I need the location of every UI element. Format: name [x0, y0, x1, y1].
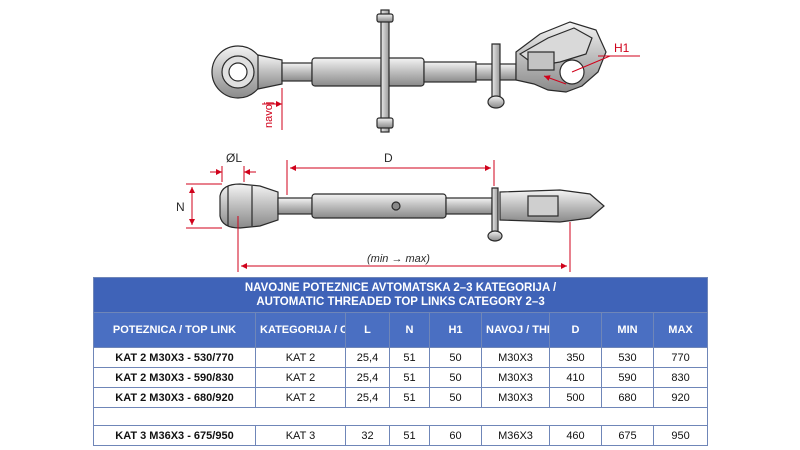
label-h1: H1	[614, 41, 630, 55]
cell-top-link: KAT 2 M30X3 - 530/770	[93, 347, 256, 368]
cell-d: 350	[549, 347, 602, 368]
table-title-line1: NAVOJNE POTEZNICE AVTOMATSKA 2–3 KATEGOR…	[244, 282, 557, 294]
cell-thread: M30X3	[481, 367, 550, 388]
cell-n: 51	[389, 387, 430, 408]
cell-h1: 50	[429, 347, 482, 368]
cell-min: 675	[601, 425, 654, 446]
header-min: MIN	[601, 312, 654, 348]
header-l: L	[345, 312, 390, 348]
cell-l: 25,4	[345, 387, 390, 408]
label-navoj: navoj	[263, 102, 275, 128]
cell-d: 410	[549, 367, 602, 388]
body-tube	[311, 57, 425, 87]
cell-l: 32	[345, 425, 390, 446]
table-row: KAT 2 M30X3 - 680/920 KAT 2 25,4 51 50 M…	[93, 387, 709, 408]
header-thread: NAVOJ / THREAD	[481, 312, 550, 348]
table-title-line2: AUTOMATIC THREADED TOP LINKS CATEGORY 2–…	[256, 296, 545, 308]
cell-thread: M30X3	[481, 387, 550, 408]
table-title: NAVOJNE POTEZNICE AVTOMATSKA 2–3 KATEGOR…	[92, 277, 709, 313]
cell-top-link: KAT 3 M36X3 - 675/950	[93, 425, 256, 446]
cell-h1: 50	[429, 367, 482, 388]
cell-category: KAT 3	[255, 425, 346, 446]
cell-h1: 50	[429, 387, 482, 408]
side-view-dimensions	[262, 55, 640, 130]
cell-min: 530	[601, 347, 654, 368]
header-top-link: POTEZNICA / TOP LINK	[93, 312, 256, 348]
cell-category: KAT 2	[255, 347, 346, 368]
thread-left	[281, 62, 313, 82]
cell-n: 51	[389, 425, 430, 446]
cell-d: 460	[549, 425, 602, 446]
ball-eye-top	[219, 183, 279, 229]
header-h1: H1	[429, 312, 482, 348]
cell-l: 25,4	[345, 347, 390, 368]
specification-table: NAVOJNE POTEZNICE AVTOMATSKA 2–3 KATEGOR…	[92, 277, 709, 446]
top-link-drawing: navoj H1 ØL D N (min → max)	[176, 9, 640, 272]
label-dl: ØL	[226, 151, 242, 165]
label-n: N	[176, 200, 185, 214]
top-view-dimensions	[186, 160, 571, 272]
lock-handle-top	[491, 187, 499, 237]
cell-thread: M36X3	[481, 425, 550, 446]
cell-n: 51	[389, 367, 430, 388]
cell-top-link: KAT 2 M30X3 - 590/830	[93, 367, 256, 388]
table-spacer-row	[92, 407, 709, 426]
cell-category: KAT 2	[255, 387, 346, 408]
top-view	[219, 183, 605, 242]
body-tube-top	[311, 193, 447, 219]
cell-l: 25,4	[345, 367, 390, 388]
header-n: N	[389, 312, 430, 348]
header-d: D	[549, 312, 602, 348]
table-row: KAT 3 M36X3 - 675/950 KAT 3 32 51 60 M36…	[93, 425, 709, 446]
cell-max: 770	[652, 347, 709, 368]
header-max: MAX	[652, 312, 709, 348]
lock-handle	[491, 43, 501, 105]
cell-thread: M30X3	[481, 347, 550, 368]
cell-max: 920	[652, 387, 709, 408]
side-view	[211, 9, 607, 133]
cell-min: 590	[601, 367, 654, 388]
cell-max: 950	[652, 425, 709, 446]
cell-n: 51	[389, 347, 430, 368]
cell-top-link: KAT 2 M30X3 - 680/920	[93, 387, 256, 408]
header-category: KATEGORIJA / CATEGORY	[255, 312, 346, 348]
cell-min: 680	[601, 387, 654, 408]
label-d: D	[384, 151, 393, 165]
cell-d: 500	[549, 387, 602, 408]
table-row: KAT 2 M30X3 - 590/830 KAT 2 25,4 51 50 M…	[93, 367, 709, 388]
label-min-max: (min → max)	[367, 253, 430, 265]
table-row: KAT 2 M30X3 - 530/770 KAT 2 25,4 51 50 M…	[93, 347, 709, 368]
cell-max: 830	[652, 367, 709, 388]
handle-vertical	[380, 9, 390, 133]
cell-h1: 60	[429, 425, 482, 446]
cell-category: KAT 2	[255, 367, 346, 388]
